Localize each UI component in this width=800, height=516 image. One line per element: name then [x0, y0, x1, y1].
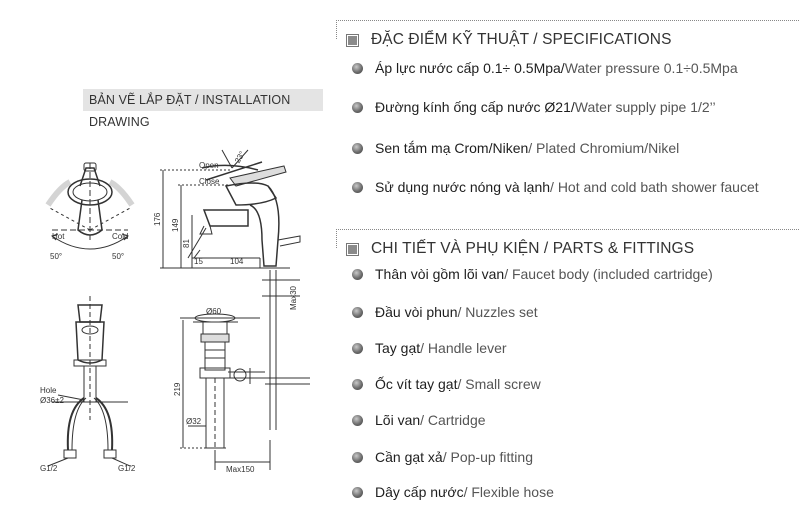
list-item: Dây cấp nước / Flexible hose — [352, 482, 554, 502]
popup-waste-diagram — [180, 313, 310, 470]
hole-label: Hole — [40, 386, 57, 395]
square-bullet-icon — [346, 33, 359, 47]
dim-60-label: Ø60 — [206, 307, 222, 316]
dim-104-label: 104 — [230, 257, 244, 266]
item-en: / Pop-up fitting — [442, 449, 533, 465]
installation-drawing: Hot Cold 50° 50° Open Close 23° 176 149 … — [40, 149, 310, 474]
item-en: Water supply pipe 1/2’’ — [574, 99, 716, 115]
list-item: Ốc vít tay gạt / Small screw — [352, 374, 541, 394]
bullet-icon — [352, 342, 363, 354]
hot-label: Hot — [52, 232, 65, 241]
list-item: Đường kính ống cấp nước Ø21/ Water suppl… — [352, 97, 716, 117]
item-vi: Ốc vít tay gạt — [375, 376, 458, 392]
item-en: / Cartridge — [420, 412, 486, 428]
hole-dim-label: Ø36±2 — [40, 396, 65, 405]
item-en: / Faucet body (included cartridge) — [504, 266, 713, 282]
item-vi: Sử dụng nước nóng và lạnh — [375, 179, 551, 195]
bullet-icon — [352, 306, 363, 318]
top-view-diagram — [45, 162, 135, 250]
list-item: Sử dụng nước nóng và lạnh / Hot and cold… — [352, 177, 759, 197]
open-label: Open — [199, 161, 219, 170]
bullet-icon — [352, 486, 363, 498]
specifications-title: ĐẶC ĐIỂM KỸ THUẬT / SPECIFICATIONS — [371, 31, 672, 48]
item-vi: Áp lực nước cấp 0.1÷ 0.5Mpa/ — [375, 60, 565, 76]
bullet-icon — [352, 414, 363, 426]
item-vi: Tay gạt — [375, 340, 421, 356]
list-item: Lõi van / Cartridge — [352, 410, 486, 430]
item-vi: Lõi van — [375, 412, 421, 428]
parts-heading: CHI TIẾT VÀ PHỤ KIỆN / PARTS & FITTINGS — [346, 237, 694, 261]
bullet-icon — [352, 62, 363, 74]
g-right-label: G1/2 — [118, 464, 136, 473]
front-view-diagram — [47, 296, 131, 467]
list-item: Cần gạt xả / Pop-up fitting — [352, 447, 533, 467]
side-view-diagram — [160, 149, 301, 430]
bullet-icon — [352, 101, 363, 113]
dim-32-label: Ø32 — [186, 417, 202, 426]
square-bullet-icon — [346, 242, 359, 256]
dim-max150-label: Max150 — [226, 465, 255, 474]
item-en: / Nuzzles set — [457, 304, 538, 320]
angle-left-label: 50° — [50, 252, 62, 261]
item-en: / Hot and cold bath shower faucet — [550, 179, 759, 195]
bullet-icon — [352, 378, 363, 390]
list-item: Thân vòi gồm lõi van / Faucet body (incl… — [352, 264, 713, 284]
parts-border — [336, 229, 800, 248]
bullet-icon — [352, 142, 363, 154]
list-item: Áp lực nước cấp 0.1÷ 0.5Mpa/ Water press… — [352, 58, 738, 78]
item-en: / Flexible hose — [463, 484, 554, 500]
bullet-icon — [352, 181, 363, 193]
item-en: / Small screw — [457, 376, 541, 392]
cold-label: Cold — [112, 232, 128, 241]
item-vi: Sen tắm mạ Crom/Niken — [375, 140, 529, 156]
dim-149-label: 149 — [171, 218, 180, 232]
list-item: Tay gạt / Handle lever — [352, 338, 507, 358]
item-vi: Đầu vòi phun — [375, 304, 458, 320]
item-en: / Handle lever — [420, 340, 507, 356]
angle-top-label: 23° — [233, 150, 247, 165]
bullet-icon — [352, 268, 363, 280]
dim-219-label: 219 — [173, 382, 182, 396]
item-vi: Thân vòi gồm lõi van — [375, 266, 505, 282]
item-vi: Dây cấp nước — [375, 484, 464, 500]
specifications-border — [336, 20, 800, 39]
dim-15-label: 15 — [194, 257, 203, 266]
specifications-heading: ĐẶC ĐIỂM KỸ THUẬT / SPECIFICATIONS — [346, 28, 672, 52]
dim-81-label: 81 — [182, 239, 191, 248]
dim-max30-label: Max30 — [289, 285, 298, 310]
angle-right-label: 50° — [112, 252, 124, 261]
list-item: Sen tắm mạ Crom/Niken / Plated Chromium/… — [352, 138, 679, 158]
bullet-icon — [352, 451, 363, 463]
item-en: / Plated Chromium/Nikel — [528, 140, 680, 156]
g-left-label: G1/2 — [40, 464, 58, 473]
list-item: Đầu vòi phun / Nuzzles set — [352, 302, 538, 322]
close-label: Close — [199, 177, 220, 186]
dim-176-label: 176 — [153, 212, 162, 226]
installation-drawing-title: BẢN VẼ LẮP ĐẶT / INSTALLATION DRAWING — [83, 89, 323, 129]
item-en: Water pressure 0.1÷0.5Mpa — [564, 60, 738, 76]
item-vi: Đường kính ống cấp nước Ø21/ — [375, 99, 575, 115]
item-vi: Cần gạt xả — [375, 449, 443, 465]
parts-title: CHI TIẾT VÀ PHỤ KIỆN / PARTS & FITTINGS — [371, 240, 695, 257]
